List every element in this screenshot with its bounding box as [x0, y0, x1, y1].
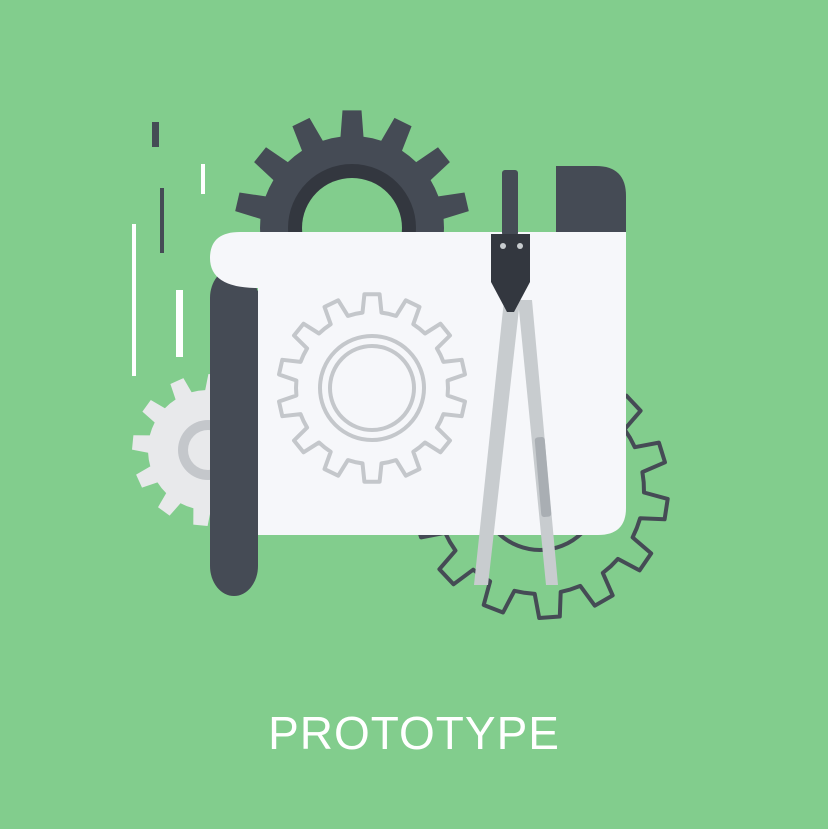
- motion-line: [176, 290, 183, 357]
- compass-pencil-holder: [534, 436, 552, 518]
- blueprint-paper: [210, 232, 626, 535]
- compass-handle: [502, 170, 518, 236]
- motion-line: [132, 224, 136, 376]
- motion-line: [201, 164, 205, 194]
- compass-screw: [500, 243, 506, 249]
- compass-left-leg: [474, 300, 520, 585]
- sketch-gear-hole: [328, 344, 416, 432]
- scroll-right-roll: [556, 166, 626, 232]
- scroll-left-roll: [210, 268, 258, 596]
- sketch-gear-icon: [277, 292, 467, 484]
- sketch-gear-ring: [318, 334, 426, 442]
- motion-line: [160, 188, 164, 253]
- compass-head: [491, 234, 530, 312]
- sketch-gear-outline: [277, 292, 467, 484]
- compass-screw: [517, 243, 523, 249]
- caption-title: PROTOTYPE: [268, 707, 560, 759]
- motion-lines: [132, 122, 205, 376]
- motion-line: [152, 122, 159, 147]
- drafting-compass-icon: [474, 170, 558, 585]
